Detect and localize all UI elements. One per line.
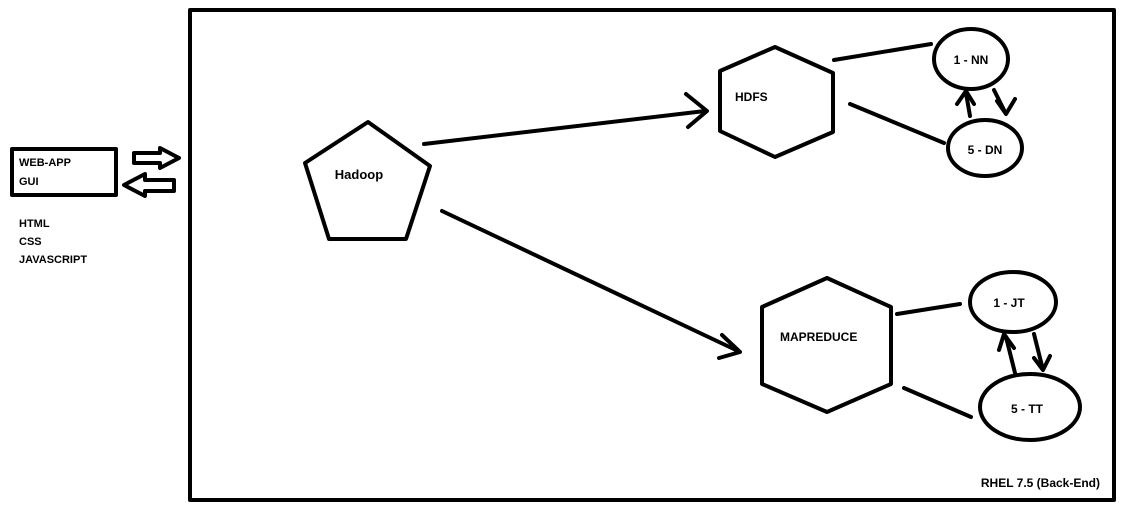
hdfs-nn-edge [832,42,933,62]
namenode [932,27,1010,91]
mapreduce-label: MAPREDUCE [780,330,857,344]
datanode-label: 5 - DN [968,143,1003,157]
jobtracker [968,270,1058,334]
tech-javascript: JAVASCRIPT [19,254,87,266]
jobtracker-label: 1 - JT [993,296,1025,310]
hdfs-dn-edge [848,102,946,145]
mapreduce-tt-edge [902,386,973,419]
dn-to-nn-edge [964,91,972,118]
webapp-label: WEB-APP [19,157,71,169]
webapp-box [10,147,118,197]
arrow-right-icon [132,146,181,170]
mapreduce-jt-edge [895,302,962,316]
tasktracker-label: 5 - TT [1011,402,1044,416]
backend-frame [188,8,1116,502]
hdfs-arrowhead-icon [684,92,709,129]
nn-to-dn-arrowhead-icon [995,97,1017,116]
hadoop-label: Hadoop [335,167,383,182]
tasktracker [978,372,1082,442]
hadoop-hdfs-edge [422,109,707,146]
dn-to-nn-arrowhead-icon [955,89,976,106]
jt-to-tt-edge [1032,332,1044,368]
mapreduce-node [760,276,893,414]
hadoop-node [303,120,432,241]
tt-to-jt-arrowhead-icon [997,332,1016,352]
gui-label: GUI [19,176,39,188]
hadoop-mapreduce-edge [440,209,740,353]
tt-to-jt-edge [1004,335,1017,375]
hdfs-label: HDFS [735,90,768,104]
jt-to-tt-arrowhead-icon [1032,354,1052,372]
arrow-left-icon [122,172,176,198]
tech-css: CSS [19,236,42,248]
hdfs-node [718,45,835,159]
backend-label: RHEL 7.5 (Back-End) [981,476,1100,490]
mapreduce-arrowhead-icon [717,333,742,360]
datanode [946,118,1024,178]
tech-html: HTML [19,218,50,230]
namenode-label: 1 - NN [954,53,989,67]
